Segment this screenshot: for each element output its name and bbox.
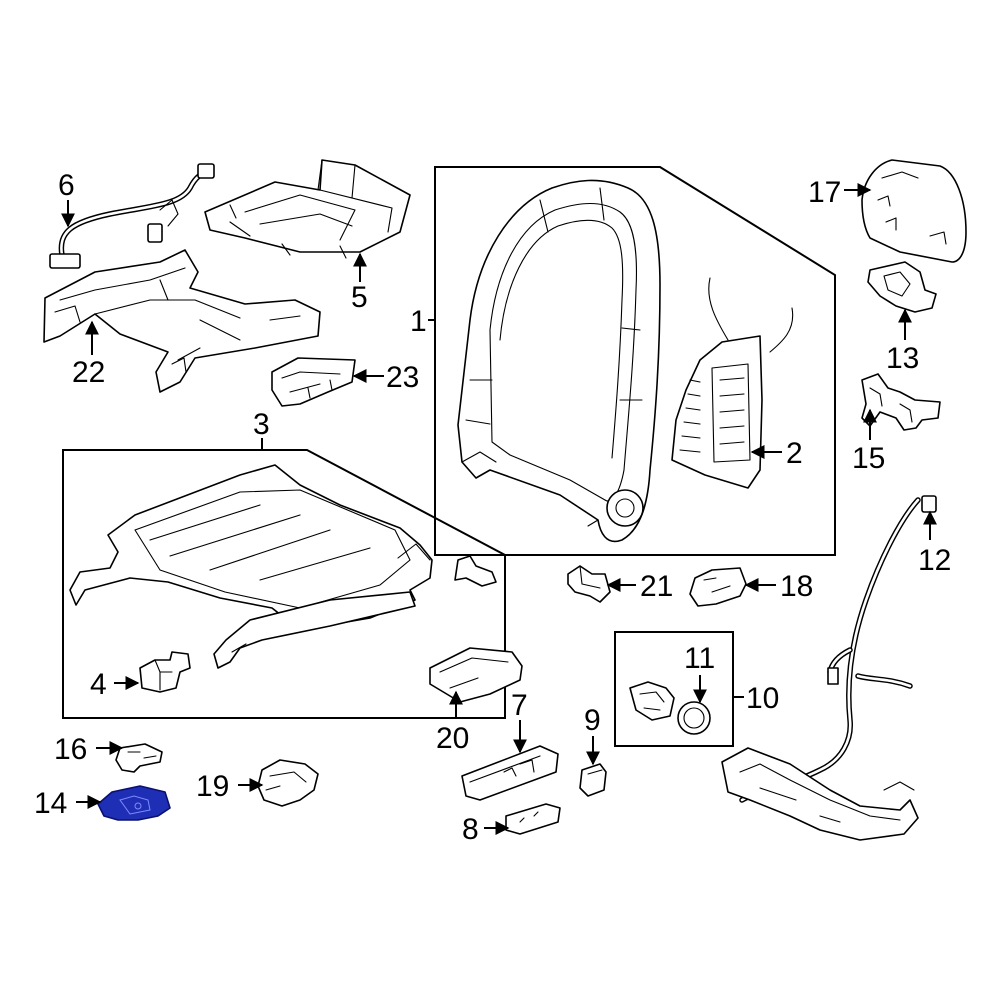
seat-back-group-box [434, 166, 836, 556]
callout-2[interactable]: 2 [786, 437, 803, 470]
part-18-cover[interactable] [689, 567, 747, 607]
part-22-seat-rail-frame[interactable] [43, 249, 321, 393]
part-6-cable[interactable] [49, 163, 215, 269]
callout-6[interactable]: 6 [58, 169, 75, 202]
part-16-clip[interactable] [115, 743, 163, 773]
switch-group-box [614, 631, 734, 747]
callout-9[interactable]: 9 [584, 704, 601, 737]
part-21-bracket[interactable] [567, 565, 611, 603]
part-11-knob[interactable] [677, 701, 711, 735]
callout-14[interactable]: 14 [34, 787, 67, 820]
part-10-switch-assembly[interactable] [629, 681, 675, 721]
callout-5[interactable]: 5 [351, 281, 368, 314]
callout-23[interactable]: 23 [386, 361, 419, 394]
part-4-clip[interactable] [139, 651, 191, 693]
part-7-switch-panel[interactable] [461, 745, 559, 801]
callout-18[interactable]: 18 [780, 570, 813, 603]
callout-22[interactable]: 22 [72, 356, 105, 389]
callout-17[interactable]: 17 [808, 176, 841, 209]
part-3-seat-cushion-frame[interactable] [69, 464, 497, 669]
part-12-wiring-harness[interactable] [721, 495, 937, 841]
part-2-lumbar-support[interactable] [671, 277, 794, 489]
callout-11[interactable]: 11 [684, 642, 715, 675]
part-23-cover[interactable] [271, 357, 356, 407]
callout-3[interactable]: 3 [253, 408, 270, 441]
part-9-switch-knob[interactable] [579, 763, 607, 797]
part-8-switch-knob[interactable] [505, 803, 561, 835]
part-15-bracket[interactable] [861, 373, 941, 431]
callout-8[interactable]: 8 [462, 813, 479, 846]
leader-lines [61, 183, 937, 835]
part-1-seatback-frame[interactable] [457, 179, 661, 543]
part-17-trim-panel[interactable] [861, 159, 967, 263]
seat-cushion-group-box [62, 449, 506, 719]
part-14-highlighted-component[interactable] [97, 785, 171, 821]
part-19-cover[interactable] [257, 759, 319, 807]
part-13-bracket[interactable] [867, 261, 937, 313]
part-5-seat-pan-frame[interactable] [204, 159, 411, 259]
callout-13[interactable]: 13 [886, 342, 919, 375]
callout-15[interactable]: 15 [852, 442, 885, 475]
part-20-cover[interactable] [429, 647, 523, 703]
callout-19[interactable]: 19 [196, 770, 229, 803]
callout-10[interactable]: 10 [746, 682, 779, 715]
callout-20[interactable]: 20 [436, 722, 469, 755]
callout-7[interactable]: 7 [511, 689, 528, 722]
callout-16[interactable]: 16 [54, 733, 87, 766]
callout-labels: 6 5 22 23 1 2 3 4 17 13 15 12 21 18 10 1… [34, 169, 951, 846]
callout-1[interactable]: 1 [410, 305, 427, 338]
callout-21[interactable]: 21 [640, 570, 673, 603]
callout-12[interactable]: 12 [918, 544, 951, 577]
callout-4[interactable]: 4 [90, 668, 107, 701]
